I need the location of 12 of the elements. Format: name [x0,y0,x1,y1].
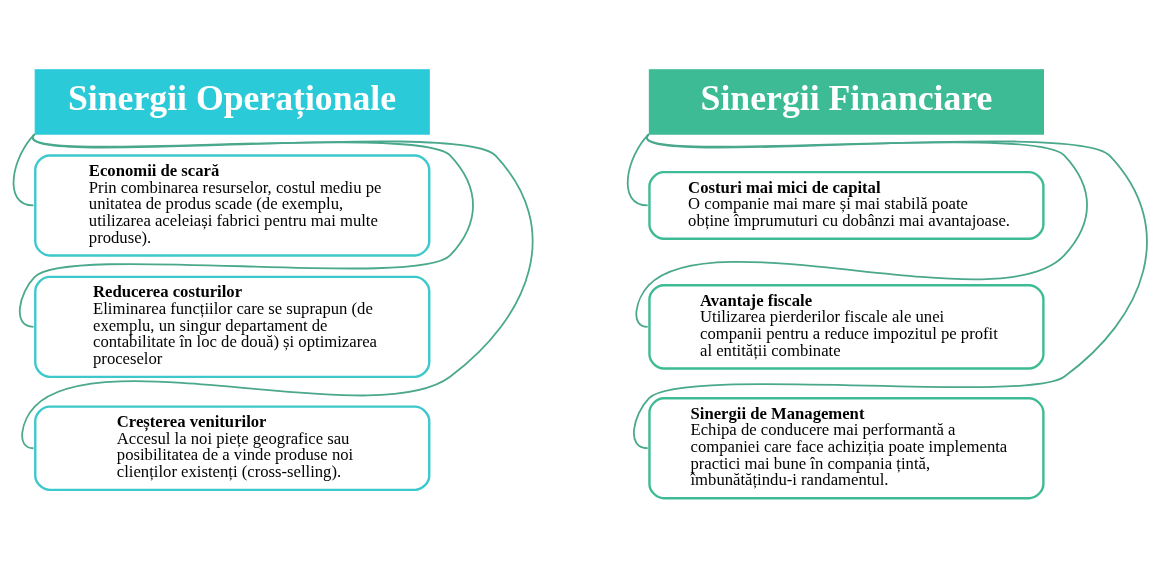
node-box: Costuri mai mici de capital O companie mai mare și mai stabilă poate obține împrumuturi cu dobânzi mai avantajoase. [648,170,1045,240]
connector [626,133,650,207]
node-box: Avantaje fiscale Utilizarea pierderilor fiscale ale unei companii pentru a reduce impozitul pe profit al entității combinate [648,284,1045,370]
node-box: Sinergii de Management Echipa de conducere mai performantă a companiei care face achiziția poate implementa practici mai bune în compania țintă, îmbunătățindu-i randamentul. [648,397,1045,500]
connector [12,133,36,207]
connector [633,133,1148,450]
connector [21,133,534,450]
node-box: Sinergii Financiare [648,69,1044,135]
node-box: Economii de scară Prin combinarea resurselor, costul mediu pe unitatea de produs scade (de exemplu, utilizarea aceleiași fabrici pentru mai multe produse). [34,154,431,257]
node-box: Sinergii Operaționale [34,69,430,135]
node-box: Reducerea costurilor Eliminarea funcțiilor care se suprapun (de exemplu, un singur departament de contabilitate în loc de două) și optimizarea proceselor [34,275,431,379]
node-box: Creșterea veniturilor Accesul la noi piețe geografice sau posibilitatea de a vinde produse noi clienților existenți (cross-selling). [34,405,431,492]
